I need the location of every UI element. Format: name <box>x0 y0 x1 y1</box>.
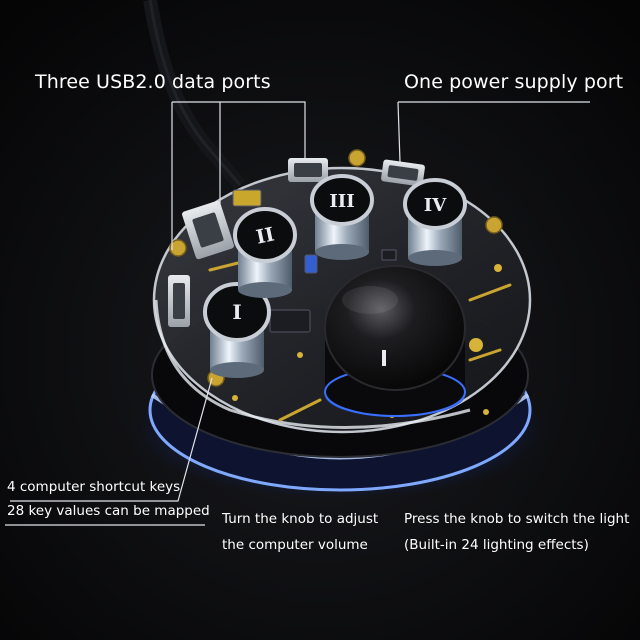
knob-volume-label-line1: Turn the knob to adjust <box>222 511 379 527</box>
knob-light-label-line1: Press the knob to switch the light <box>404 511 630 527</box>
key-2[interactable]: II <box>233 207 297 298</box>
key-2-numeral: II <box>254 223 276 248</box>
power-port <box>381 159 425 187</box>
knob-light-label-line2: (Built-in 24 lighting effects) <box>404 537 589 553</box>
usb-port-front <box>182 200 234 260</box>
callout-lines <box>5 101 590 526</box>
volume-knob[interactable] <box>324 265 466 417</box>
key-values-label: 28 key values can be mapped <box>7 503 210 519</box>
key-3-numeral: III <box>329 191 354 212</box>
key-4-numeral: IV <box>424 195 447 216</box>
key-1-numeral: I <box>232 300 241 324</box>
gold-dots <box>232 264 502 418</box>
key-1[interactable]: I <box>203 282 271 378</box>
power-port-label: One power supply port <box>404 71 624 93</box>
key-3[interactable]: III <box>310 174 374 260</box>
knob-volume-label-line2: the computer volume <box>222 537 368 553</box>
usb-port-side <box>168 275 190 327</box>
usb-ports-label: Three USB2.0 data ports <box>35 71 271 93</box>
usb-port-back <box>288 158 328 182</box>
knob-indicator <box>382 350 386 366</box>
shortcut-keys-label: 4 computer shortcut keys <box>7 479 181 495</box>
key-4[interactable]: IV <box>403 178 467 266</box>
